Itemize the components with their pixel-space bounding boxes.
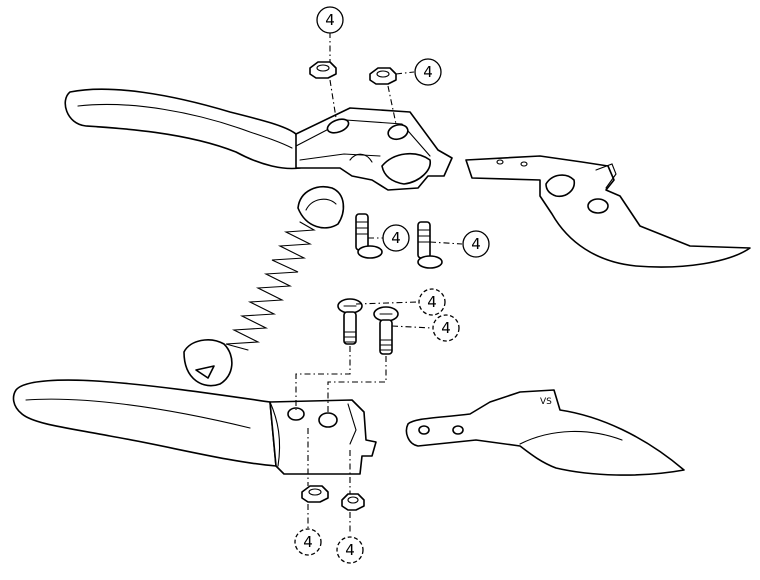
mid-bolt-upper [337,298,363,345]
callout-label: 4 [423,63,433,81]
lower-handle [12,379,377,475]
top-bolt-right [417,221,443,269]
mid-bolt-lower [373,306,399,355]
upper-blade [465,155,751,268]
callout-bottom-nut-right: 4 [336,536,364,564]
blade-stamp: VS [540,397,552,407]
lower-blade: VS [405,389,685,476]
spring-cup-upper [297,186,345,229]
callout-label: 4 [325,11,335,29]
callout-top-nut-left: 4 [316,6,344,34]
callout-label: 4 [471,235,481,253]
callout-top-nut-right: 4 [414,58,442,86]
top-bolt-left [355,213,383,259]
callout-label: 4 [345,541,355,559]
callout-label: 4 [303,533,313,551]
callout-bottom-nut-left: 4 [294,528,322,556]
top-nut-right [369,67,397,85]
callout-mid-bolt-lower: 4 [432,314,460,342]
top-nut-left [309,61,337,79]
leader-lines [295,32,463,534]
bottom-nut-right [341,493,365,511]
spring-cup-lower [183,339,233,387]
spring [225,221,316,351]
callout-top-bolt-right: 4 [462,230,490,258]
upper-handle [64,88,453,191]
callout-label: 4 [391,229,401,247]
callout-top-bolt-left: 4 [382,224,410,252]
callout-label: 4 [427,293,437,311]
callout-label: 4 [441,319,451,337]
callout-mid-bolt-upper: 4 [418,288,446,316]
bottom-nut-left [301,485,329,503]
